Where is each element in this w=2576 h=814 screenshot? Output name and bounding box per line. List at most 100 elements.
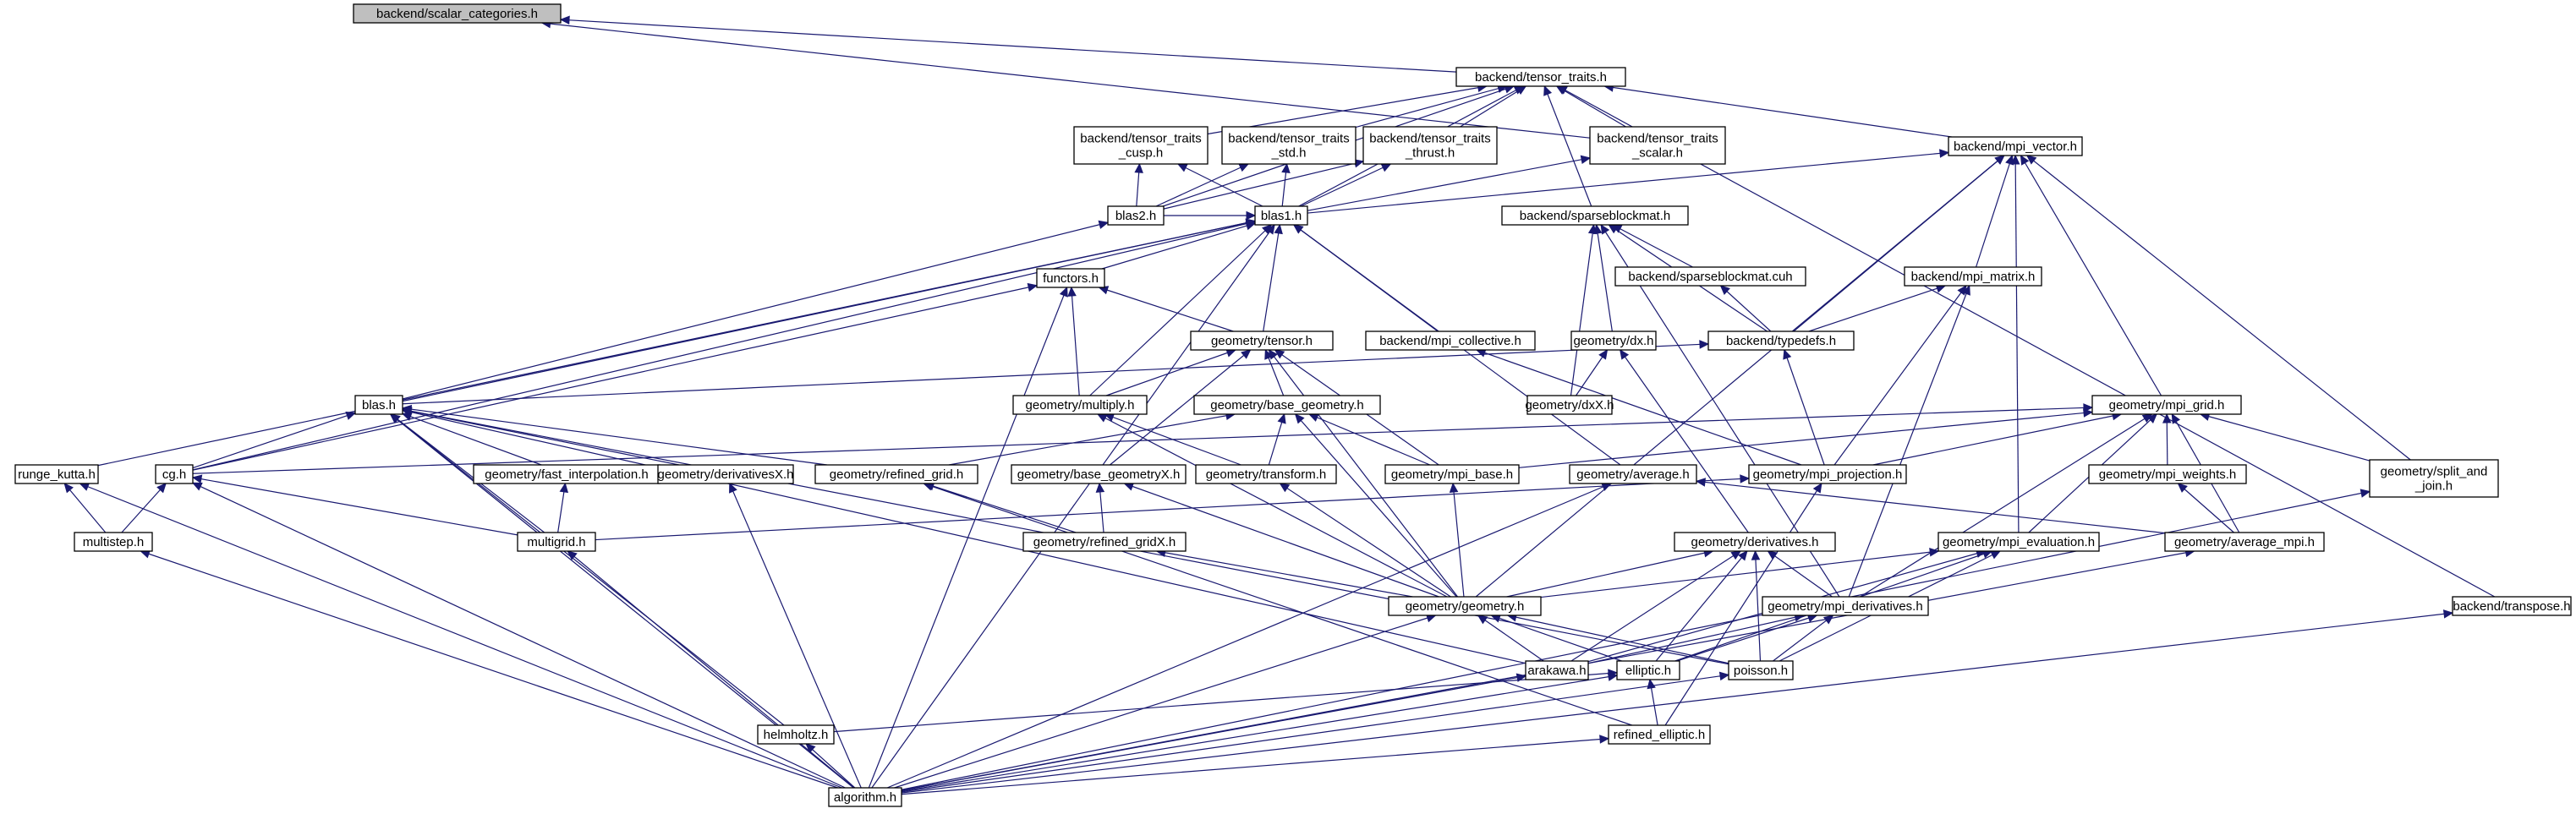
node-multiply[interactable]: geometry/multiply.h <box>1012 395 1148 415</box>
node-refined-grid[interactable]: geometry/refined_grid.h <box>814 464 978 484</box>
edge-poisson-to-mpi_derivatives <box>1773 615 1833 662</box>
node-arakawa[interactable]: arakawa.h <box>1525 660 1589 680</box>
arrowhead-multiply-to-functors <box>1067 286 1077 297</box>
edge-mpi_base-to-mpi_grid <box>1518 411 2093 468</box>
edge-tensor_traits_scalar-to-scalar_categories <box>541 22 1591 139</box>
node-label: geometry/mpi_grid.h <box>2109 398 2225 412</box>
arrowhead-multigrid-to-cg <box>191 474 203 483</box>
node-box <box>1948 136 2083 156</box>
node-poisson[interactable]: poisson.h <box>1728 660 1794 680</box>
arrowhead-algorithm-to-blas1 <box>1265 224 1275 235</box>
edge-average_mpi-to-average <box>1696 480 2166 534</box>
arrowhead-mpi_evaluation-to-mpi_grid <box>2146 413 2158 424</box>
arrowhead-mpi_projection-to-typedefs <box>1783 348 1792 360</box>
arrowhead-multigrid-to-fast_interpolation <box>559 482 569 494</box>
edge-algorithm-to-average <box>886 483 1612 789</box>
node-blas[interactable]: blas.h <box>354 395 403 415</box>
node-label: geometry/base_geometryX.h <box>1017 467 1181 482</box>
arrowhead-multistep-to-runge_kutta <box>63 483 74 494</box>
node-mpi-base[interactable]: geometry/mpi_base.h <box>1384 464 1520 484</box>
node-sparseblockmat[interactable]: backend/sparseblockmat.h <box>1501 205 1689 226</box>
node-mpi-vector[interactable]: backend/mpi_vector.h <box>1948 136 2083 156</box>
node-box <box>1036 268 1105 288</box>
node-label: backend/mpi_collective.h <box>1379 334 1521 348</box>
node-blas1[interactable]: blas1.h <box>1254 205 1308 226</box>
arrowhead-refined_gridX-to-base_geometryX <box>1095 482 1105 493</box>
node-algorithm[interactable]: algorithm.h <box>828 787 902 807</box>
node-functors[interactable]: functors.h <box>1036 268 1105 288</box>
node-cg[interactable]: cg.h <box>155 464 194 484</box>
edge-tensor_traits-to-scalar_categories <box>560 19 1457 73</box>
arrowhead-mpi_base-to-base_geometry <box>1308 413 1319 422</box>
node-elliptic[interactable]: elliptic.h <box>1616 660 1680 680</box>
node-mpi-projection[interactable]: geometry/mpi_projection.h <box>1748 464 1907 484</box>
edge-algorithm-to-derivativesX <box>729 483 862 789</box>
node-geometry[interactable]: geometry/geometry.h <box>1388 596 1542 616</box>
node-tensor-traits[interactable]: backend/tensor_traits.h <box>1455 67 1626 87</box>
edge-split_and_join-to-mpi_vector <box>2026 155 2411 461</box>
arrowhead-algorithm-to-arakawa <box>1515 673 1527 682</box>
node-typedefs[interactable]: backend/typedefs.h <box>1707 331 1855 351</box>
edge-split_and_join-to-mpi_grid <box>2200 413 2370 462</box>
edge-tensor-to-blas1 <box>1263 224 1280 332</box>
node-mpi-derivatives[interactable]: geometry/mpi_derivatives.h <box>1762 596 1929 616</box>
arrowhead-blas-to-blas2 <box>1098 220 1110 229</box>
arrowhead-blas1-to-tensor_traits_std <box>1281 162 1291 174</box>
node-refined-gridX[interactable]: geometry/refined_gridX.h <box>1022 532 1187 552</box>
node-derivatives[interactable]: geometry/derivatives.h <box>1674 532 1836 552</box>
node-box <box>1190 331 1334 351</box>
node-base-geometry[interactable]: geometry/base_geometry.h <box>1193 395 1381 415</box>
arrowhead-derivatives-to-dx <box>1620 349 1630 360</box>
node-mpi-collective[interactable]: backend/mpi_collective.h <box>1365 331 1536 351</box>
node-fast-interpolation[interactable]: geometry/fast_interpolation.h <box>473 464 660 484</box>
node-tensor-traits-cusp[interactable]: backend/tensor_traits_cusp.h <box>1073 126 1209 165</box>
node-average[interactable]: geometry/average.h <box>1569 464 1697 484</box>
edge-blas-to-blas2 <box>402 221 1109 400</box>
arrowhead-mpi_matrix-to-mpi_vector <box>2005 154 2014 166</box>
node-mpi-evaluation[interactable]: geometry/mpi_evaluation.h <box>1937 532 2100 552</box>
node-runge-kutta[interactable]: runge_kutta.h <box>14 464 99 484</box>
arrowhead-poisson-to-mpi_derivatives <box>1822 615 1834 625</box>
node-refined-elliptic[interactable]: refined_elliptic.h <box>1608 724 1711 745</box>
node-base-geometryX[interactable]: geometry/base_geometryX.h <box>1011 464 1187 484</box>
arrowhead-arakawa-to-geometry <box>1477 615 1488 625</box>
node-mpi-matrix[interactable]: backend/mpi_matrix.h <box>1904 266 2042 287</box>
arrowhead-algorithm-to-elliptic <box>1607 672 1619 681</box>
node-box <box>1570 331 1657 351</box>
node-sparseblockmat-cuh[interactable]: backend/sparseblockmat.cuh <box>1614 266 1806 287</box>
edge-multiply-to-blas1 <box>1089 224 1272 396</box>
node-multistep[interactable]: multistep.h <box>74 532 153 552</box>
node-tensor-traits-thrust[interactable]: backend/tensor_traits_thrust.h <box>1362 126 1498 165</box>
node-helmholtz[interactable]: helmholtz.h <box>757 724 835 745</box>
node-mpi-grid[interactable]: geometry/mpi_grid.h <box>2091 395 2242 415</box>
node-mpi-weights[interactable]: geometry/mpi_weights.h <box>2088 464 2247 484</box>
node-dx[interactable]: geometry/dx.h <box>1570 331 1657 351</box>
arrowhead-algorithm-to-average <box>1601 483 1612 491</box>
node-label: geometry/multiply.h <box>1026 398 1135 412</box>
edge-algorithm-to-split_and_join <box>901 490 2370 790</box>
node-transpose[interactable]: backend/transpose.h <box>2452 596 2572 616</box>
edge-sparseblockmat-to-tensor_traits <box>1543 85 1592 207</box>
edge-refined_grid-to-blas <box>402 407 827 466</box>
edge-refined_gridX-to-refined_grid <box>924 483 1077 533</box>
edge-blas1-to-tensor_traits_scalar <box>1307 157 1591 211</box>
node-tensor-traits-std[interactable]: backend/tensor_traits_std.h <box>1221 126 1357 165</box>
node-multigrid[interactable]: multigrid.h <box>517 532 596 552</box>
node-label: functors.h <box>1043 271 1099 286</box>
node-average-mpi[interactable]: geometry/average_mpi.h <box>2164 532 2325 552</box>
arrowhead-mpi_derivatives-to-mpi_matrix <box>1962 284 1970 296</box>
edge-algorithm-to-arakawa <box>901 675 1526 791</box>
node-tensor-traits-scalar[interactable]: backend/tensor_traits_scalar.h <box>1589 126 1726 165</box>
arrowhead-blas1-to-tensor_traits_thrust <box>1380 163 1392 172</box>
node-label: _cusp.h <box>1118 146 1164 161</box>
edge-typedefs-to-sparseblockmat_cuh <box>1720 285 1772 332</box>
node-dxX[interactable]: geometry/dxX.h <box>1525 395 1614 415</box>
node-tensor[interactable]: geometry/tensor.h <box>1190 331 1334 351</box>
node-blas2[interactable]: blas2.h <box>1107 205 1165 226</box>
node-split-and-join[interactable]: geometry/split_and_join.h <box>2369 459 2499 498</box>
edge-elliptic-to-mpi_derivatives <box>1676 615 1817 662</box>
node-derivativesX[interactable]: geometry/derivativesX.h <box>657 464 794 484</box>
edge-mpi_projection-to-typedefs <box>1784 349 1825 466</box>
node-box <box>1589 126 1726 165</box>
node-transform[interactable]: geometry/transform.h <box>1195 464 1337 484</box>
